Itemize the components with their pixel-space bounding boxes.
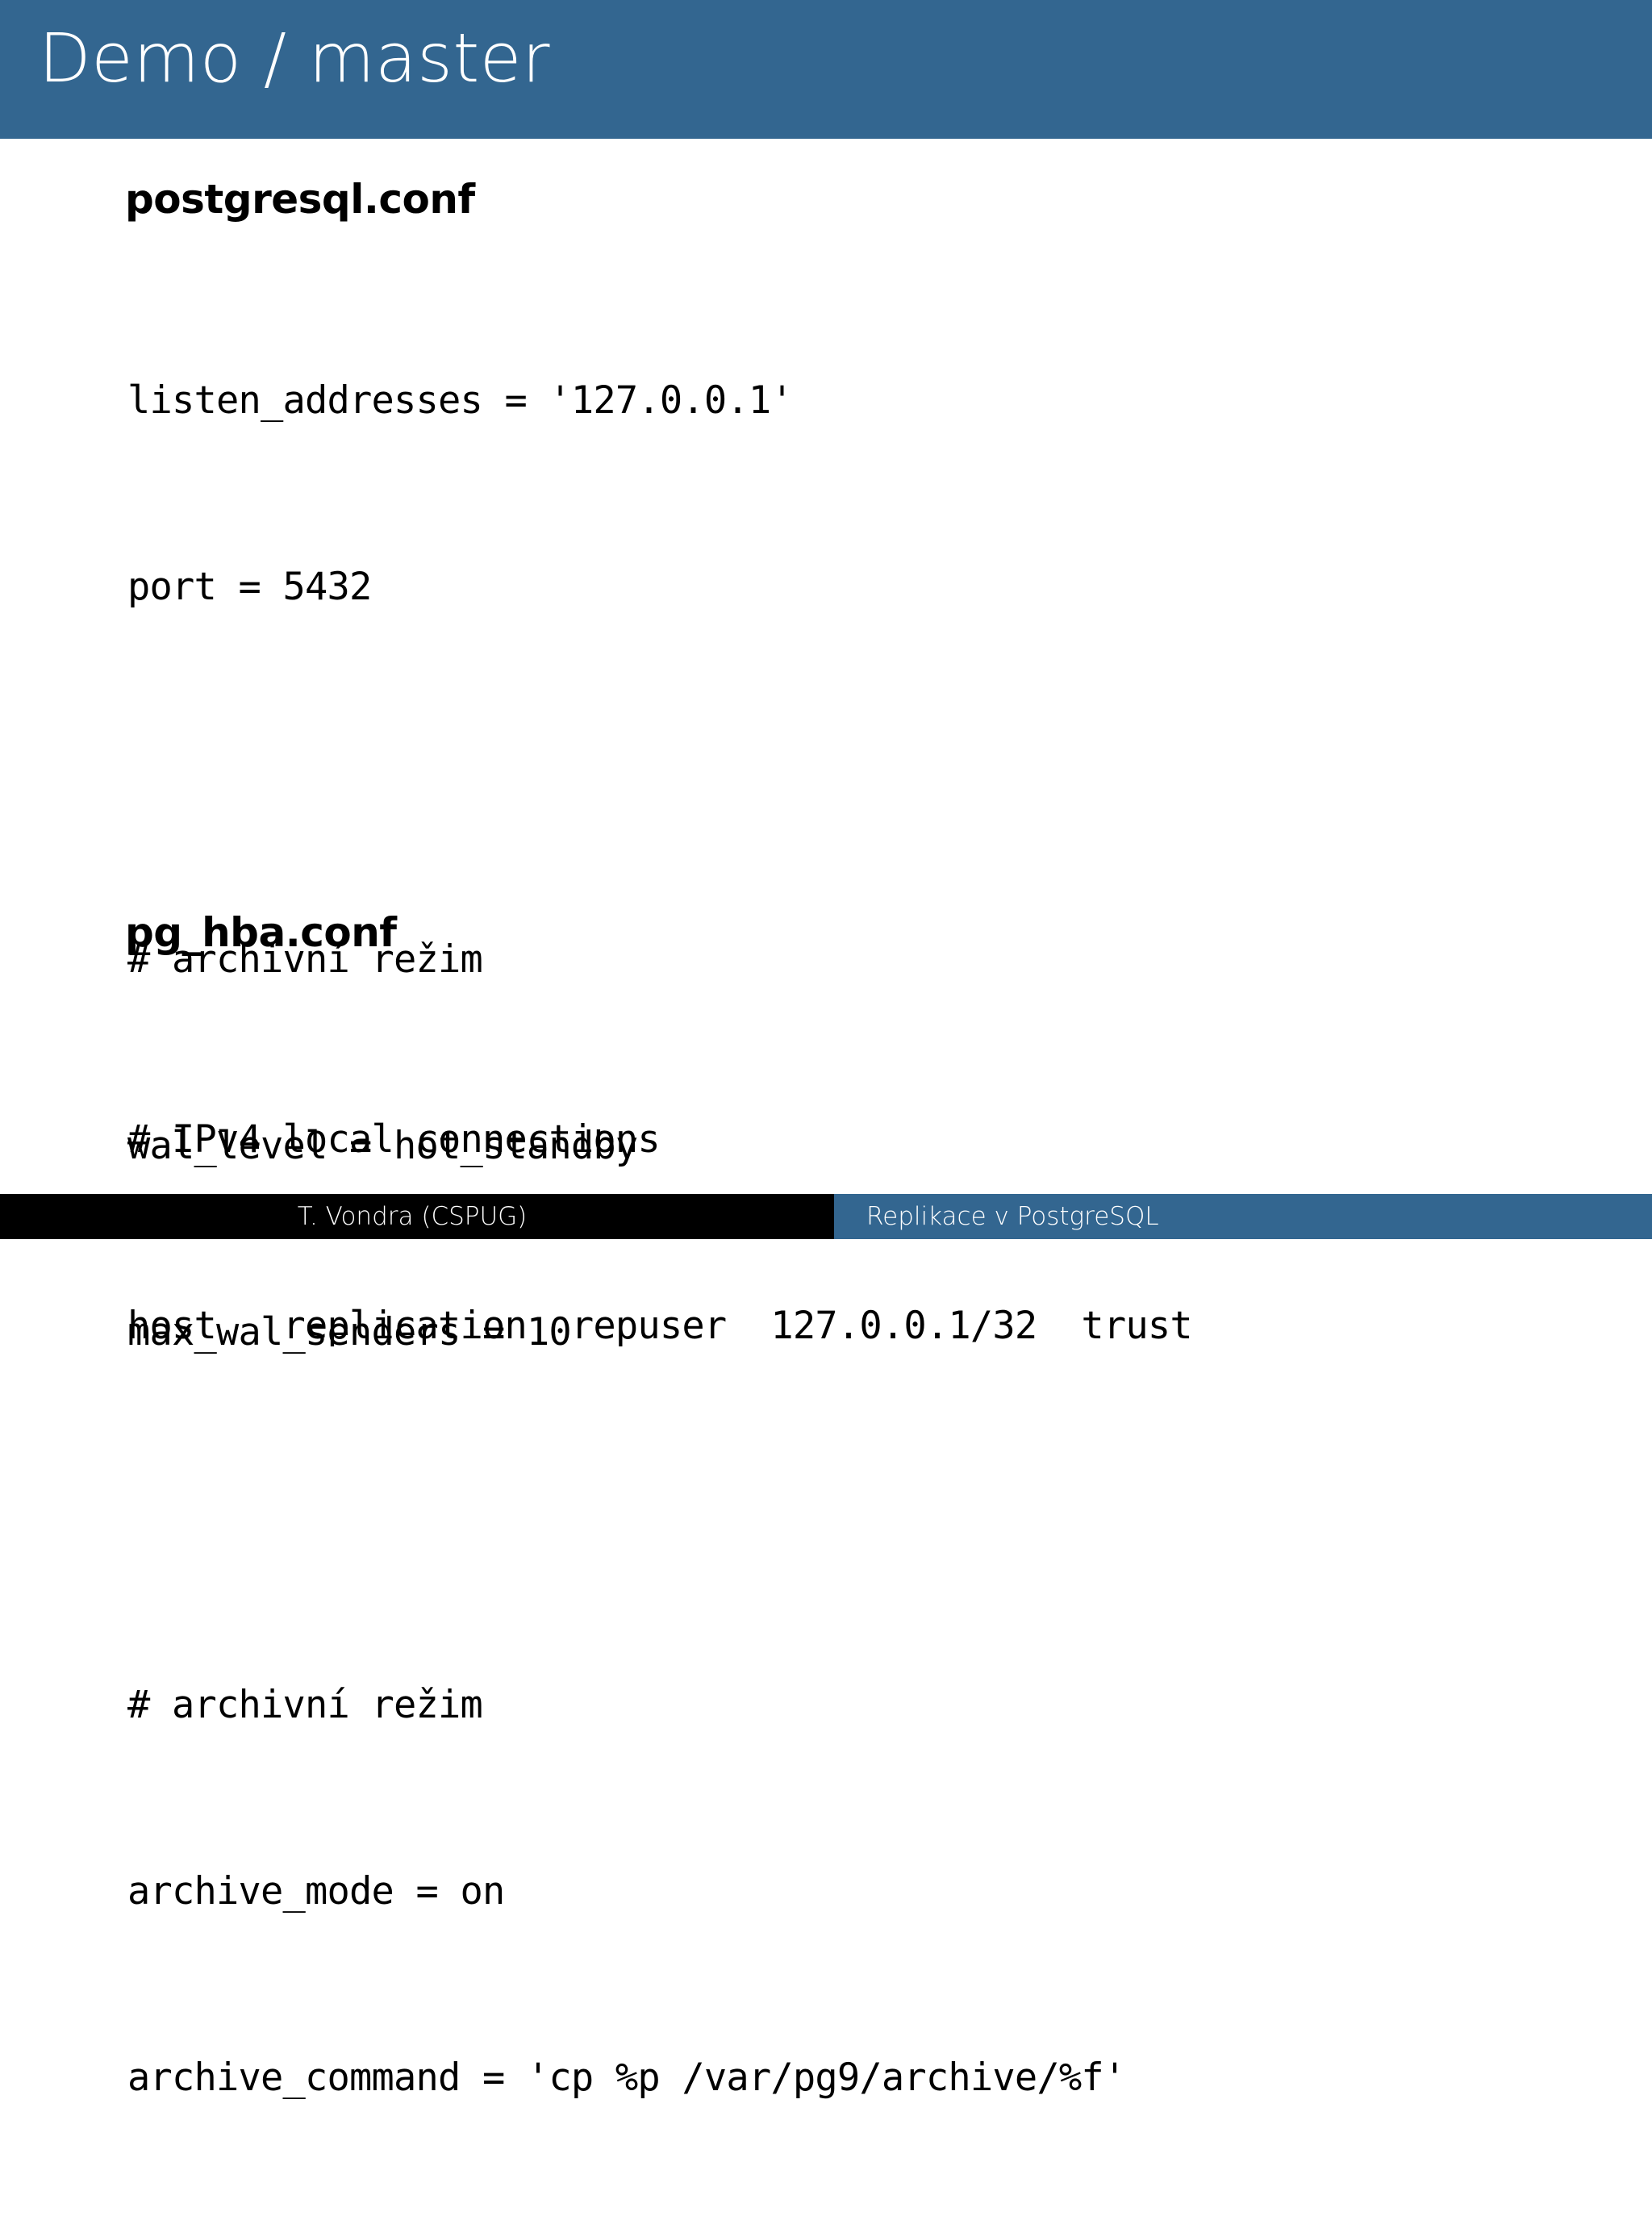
code-line: host replication repuser 127.0.0.1/32 tr… [127, 1304, 1193, 1348]
code-line: archive_command = 'cp %p /var/pg9/archiv… [127, 2056, 1126, 2100]
slide-header-bar: Demo / master [0, 0, 1652, 139]
code-line: wal_level = hot_standby [127, 1124, 638, 1168]
code-line: # archivní režim [127, 937, 483, 982]
code-line-blank [127, 742, 1125, 804]
code-line: listen_addresses = '127.0.0.1' [127, 378, 794, 423]
slide-footer-bar: T. Vondra (CSPUG) Replikace v PostgreSQL [0, 1194, 1652, 1239]
slide-content: postgresql.conf listen_addresses = '127.… [0, 139, 1652, 2100]
section-heading-postgresql-conf: postgresql.conf [125, 176, 475, 223]
code-line-blank [127, 1488, 1125, 1550]
footer-author: T. Vondra (CSPUG) [0, 1194, 834, 1239]
code-line: archive_mode = on [127, 1869, 505, 1914]
section-heading-pg-hba-conf: pg_hba.conf [125, 909, 397, 956]
page-title: Demo / master [39, 19, 550, 98]
code-line: # archivní režim [127, 1683, 483, 1727]
code-line: # IPv4 local connections [127, 1117, 661, 1162]
code-line: port = 5432 [127, 565, 372, 609]
footer-talk-title: Replikace v PostgreSQL [834, 1194, 1652, 1239]
